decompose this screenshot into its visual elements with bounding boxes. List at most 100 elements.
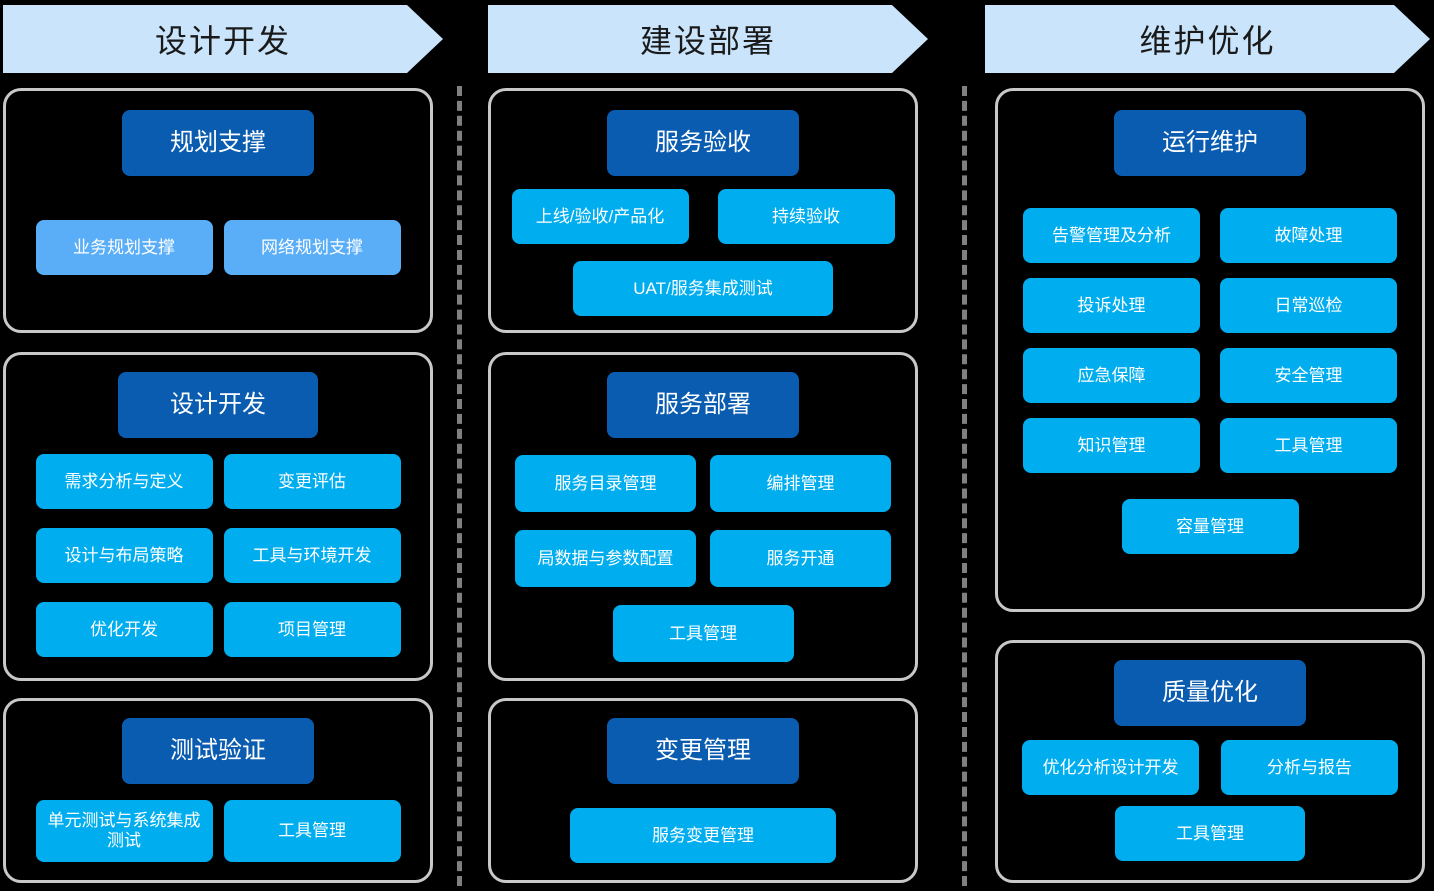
- sub-box-label: 投诉处理: [1077, 295, 1146, 315]
- sub-box-label: 编排管理: [766, 473, 835, 493]
- sub-box[interactable]: 局数据与参数配置: [515, 530, 696, 587]
- column-divider-1: [457, 86, 462, 886]
- card-title-label: 运行维护: [1162, 129, 1258, 157]
- card-service-deployment: 服务部署 服务目录管理 编排管理 局数据与参数配置 服务开通 工具管理: [488, 352, 918, 681]
- sub-box-row: 服务目录管理 编排管理: [515, 455, 891, 512]
- card-title-label: 服务验收: [655, 129, 751, 157]
- sub-box-label: UAT/服务集成测试: [633, 278, 773, 298]
- sub-box-label: 服务目录管理: [554, 473, 657, 493]
- sub-box[interactable]: 编排管理: [710, 455, 891, 512]
- sub-box[interactable]: 网络规划支撑: [223, 220, 401, 275]
- sub-box-label: 工具管理: [1176, 823, 1244, 843]
- card-title-label: 变更管理: [655, 737, 751, 765]
- sub-box[interactable]: 服务目录管理: [515, 455, 696, 512]
- sub-box-row: 优化开发 项目管理: [35, 602, 401, 657]
- sub-box-row: 容量管理: [1121, 499, 1299, 554]
- sub-box-row: 工具管理: [612, 605, 794, 662]
- sub-box-row: 单元测试与系统集成测试 工具管理: [35, 800, 401, 862]
- sub-box-row: UAT/服务集成测试: [573, 261, 833, 316]
- sub-box[interactable]: 工具管理: [1115, 806, 1305, 861]
- sub-box-row: 上线/验收/产品化 持续验收: [511, 189, 895, 244]
- sub-box[interactable]: 告警管理及分析: [1023, 208, 1200, 263]
- sub-box[interactable]: 服务变更管理: [570, 808, 836, 863]
- sub-box[interactable]: 工具管理: [223, 800, 401, 862]
- sub-box[interactable]: 容量管理: [1121, 499, 1299, 554]
- sub-box[interactable]: 安全管理: [1220, 348, 1397, 403]
- card-title-label: 测试验证: [170, 737, 266, 765]
- card-title-box[interactable]: 运行维护: [1114, 110, 1306, 176]
- sub-box-label: 日常巡检: [1274, 295, 1343, 315]
- sub-box-label: 知识管理: [1077, 435, 1146, 455]
- sub-box[interactable]: 设计与布局策略: [35, 528, 213, 583]
- sub-box[interactable]: 项目管理: [223, 602, 401, 657]
- sub-box-label: 优化开发: [90, 619, 158, 639]
- sub-box[interactable]: UAT/服务集成测试: [573, 261, 833, 316]
- sub-box[interactable]: 分析与报告: [1221, 740, 1398, 795]
- sub-box[interactable]: 工具管理: [612, 605, 794, 662]
- sub-box-row: 服务变更管理: [570, 808, 836, 863]
- phase-header-2: 建设部署: [488, 5, 928, 73]
- sub-box[interactable]: 日常巡检: [1220, 278, 1397, 333]
- card-title-label: 设计开发: [170, 391, 266, 419]
- sub-box-row: 业务规划支撑 网络规划支撑: [35, 220, 401, 275]
- card-change-management: 变更管理 服务变更管理: [488, 698, 918, 883]
- sub-box-row: 告警管理及分析 故障处理: [1023, 208, 1397, 263]
- sub-box[interactable]: 上线/验收/产品化: [511, 189, 689, 244]
- sub-box-label: 故障处理: [1274, 225, 1343, 245]
- sub-box-row: 需求分析与定义 变更评估: [35, 454, 401, 509]
- phase-header-2-label: 建设部署: [639, 23, 776, 59]
- sub-box[interactable]: 单元测试与系统集成测试: [35, 800, 213, 862]
- sub-box-label: 持续验收: [772, 206, 840, 226]
- sub-box-label: 应急保障: [1077, 365, 1146, 385]
- sub-box[interactable]: 工具与环境开发: [223, 528, 401, 583]
- sub-box-row: 优化分析设计开发 分析与报告: [1022, 740, 1398, 795]
- card-service-acceptance: 服务验收 上线/验收/产品化 持续验收 UAT/服务集成测试: [488, 88, 918, 333]
- sub-box[interactable]: 知识管理: [1023, 418, 1200, 473]
- sub-box-row: 投诉处理 日常巡检: [1023, 278, 1397, 333]
- sub-box[interactable]: 优化开发: [35, 602, 213, 657]
- sub-box-row: 局数据与参数配置 服务开通: [515, 530, 891, 587]
- sub-box-label: 服务开通: [766, 548, 835, 568]
- sub-box[interactable]: 变更评估: [223, 454, 401, 509]
- sub-box[interactable]: 优化分析设计开发: [1022, 740, 1199, 795]
- sub-box[interactable]: 投诉处理: [1023, 278, 1200, 333]
- card-title-box[interactable]: 设计开发: [118, 372, 318, 438]
- sub-box[interactable]: 工具管理: [1220, 418, 1397, 473]
- sub-box[interactable]: 故障处理: [1220, 208, 1397, 263]
- sub-box-label: 项目管理: [278, 619, 346, 639]
- card-title-label: 规划支撑: [170, 129, 266, 157]
- sub-box-label: 服务变更管理: [652, 825, 754, 845]
- card-title-box[interactable]: 质量优化: [1114, 660, 1306, 726]
- sub-box-label: 工具管理: [278, 821, 346, 841]
- sub-box[interactable]: 服务开通: [710, 530, 891, 587]
- sub-box-row: 知识管理 工具管理: [1023, 418, 1397, 473]
- sub-box-label: 设计与布局策略: [64, 545, 184, 565]
- sub-box-label: 工具管理: [669, 623, 737, 643]
- sub-box-label: 优化分析设计开发: [1042, 757, 1179, 777]
- sub-box-label: 上线/验收/产品化: [535, 206, 665, 226]
- card-title-box[interactable]: 变更管理: [607, 718, 799, 784]
- sub-box[interactable]: 需求分析与定义: [35, 454, 213, 509]
- sub-box[interactable]: 应急保障: [1023, 348, 1200, 403]
- sub-box-label: 工具管理: [1274, 435, 1343, 455]
- sub-box-label: 告警管理及分析: [1052, 225, 1171, 245]
- phase-header-1-label: 设计开发: [154, 23, 291, 59]
- card-planning-support: 规划支撑 业务规划支撑 网络规划支撑: [3, 88, 433, 333]
- sub-box[interactable]: 持续验收: [717, 189, 895, 244]
- sub-box-label: 容量管理: [1176, 516, 1244, 536]
- sub-box-row: 工具管理: [1115, 806, 1305, 861]
- sub-box[interactable]: 业务规划支撑: [35, 220, 213, 275]
- card-test-verification: 测试验证 单元测试与系统集成测试 工具管理: [3, 698, 433, 883]
- card-design-development: 设计开发 需求分析与定义 变更评估 设计与布局策略 工具与环境开发 优化开发 项…: [3, 352, 433, 681]
- card-title-box[interactable]: 服务部署: [607, 372, 799, 438]
- card-title-box[interactable]: 测试验证: [122, 718, 314, 784]
- card-title-box[interactable]: 规划支撑: [122, 110, 314, 176]
- sub-box-label: 安全管理: [1274, 365, 1343, 385]
- phase-header-1: 设计开发: [3, 5, 443, 73]
- card-title-box[interactable]: 服务验收: [607, 110, 799, 176]
- sub-box-label: 局数据与参数配置: [537, 548, 674, 568]
- card-quality-optimization: 质量优化 优化分析设计开发 分析与报告 工具管理: [995, 640, 1425, 883]
- sub-box-row: 应急保障 安全管理: [1023, 348, 1397, 403]
- sub-box-label: 业务规划支撑: [73, 237, 175, 257]
